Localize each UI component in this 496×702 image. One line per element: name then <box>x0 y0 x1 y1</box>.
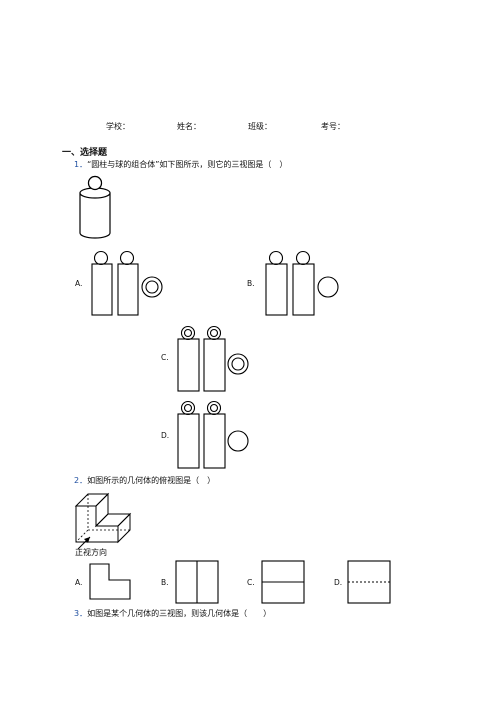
question-1: 1．“圆柱与球的组合体”如下图所示，则它的三视图是（ ） <box>74 159 287 170</box>
q1-option-c-label[interactable]: C. <box>161 353 169 362</box>
q2-option-d-label[interactable]: D. <box>334 578 343 587</box>
exam-number-label: 考号： <box>321 122 345 131</box>
q2-option-a-label[interactable]: A. <box>75 578 83 587</box>
q1-option-b-label[interactable]: B. <box>247 279 255 288</box>
q1-option-a-label[interactable]: A. <box>75 279 83 288</box>
question-2: 2．如图所示的几何体的俯视图是（ ） <box>74 475 215 486</box>
q1-option-d-label[interactable]: D. <box>161 431 170 440</box>
question-3: 3．如图是某个几何体的三视图，则该几何体是（ ） <box>74 608 271 619</box>
q2-option-c-label[interactable]: C. <box>247 578 255 587</box>
view-direction-label: 正视方向 <box>75 548 107 557</box>
question-3-number: 3． <box>74 609 88 618</box>
class-label: 班级： <box>248 122 272 131</box>
name-label: 姓名： <box>177 122 201 131</box>
school-label: 学校： <box>106 122 130 131</box>
question-2-number: 2． <box>74 476 88 485</box>
question-1-text: “圆柱与球的组合体”如下图所示，则它的三视图是（ ） <box>87 160 288 169</box>
question-2-text: 如图所示的几何体的俯视图是（ ） <box>87 476 216 485</box>
question-3-text: 如图是某个几何体的三视图，则该几何体是（ ） <box>87 609 272 618</box>
section-title: 一、选择题 <box>62 148 108 158</box>
question-1-number: 1． <box>74 160 88 169</box>
q2-option-b-label[interactable]: B. <box>161 578 169 587</box>
